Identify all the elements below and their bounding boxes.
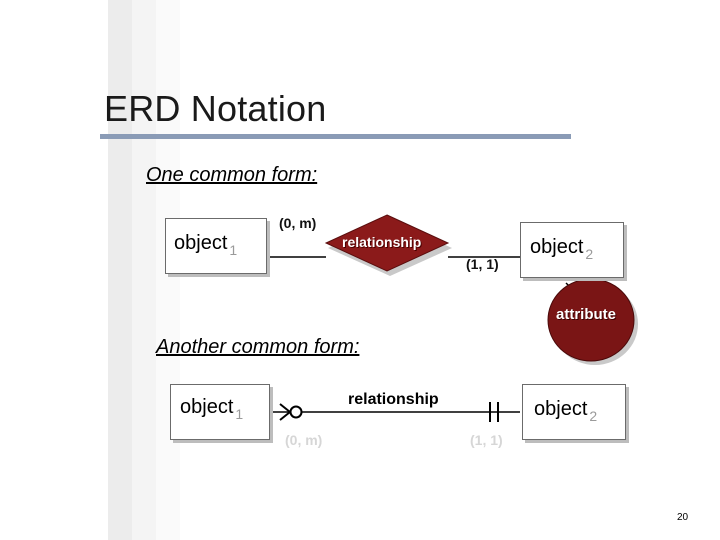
background-stripe: [132, 0, 156, 540]
ghost-cardinality-one-one: (1, 1): [470, 432, 503, 448]
heading-one-common-form: One common form:: [146, 164, 318, 186]
relationship-label: relationship: [342, 234, 422, 250]
relationship-label-form-two: relationship: [348, 391, 439, 408]
entity-object-1: [165, 218, 267, 274]
attribute-ellipse: [547, 278, 635, 362]
background-stripe: [108, 0, 132, 540]
crows-foot-icon: [279, 411, 291, 421]
cardinality-zero-many: (0, m): [279, 215, 317, 231]
entity-object-1-form-two: [170, 384, 270, 440]
heading-another-common-form: Another common form:: [156, 336, 360, 358]
slide-title: ERD Notation: [104, 88, 327, 129]
cardinality-one-one: (1, 1): [466, 256, 499, 272]
crows-foot-icon: [279, 403, 291, 413]
left-margin: [0, 0, 108, 540]
title-underline: [100, 134, 571, 139]
page-number: 20: [677, 512, 689, 523]
entity-object-2-form-two: [522, 384, 626, 440]
entity-object-2: [520, 222, 624, 278]
attribute-label: attribute: [556, 306, 616, 323]
ghost-cardinality-zero-many: (0, m): [285, 432, 323, 448]
relationship-diamond: [324, 214, 450, 272]
zero-circle-icon: [289, 405, 303, 419]
